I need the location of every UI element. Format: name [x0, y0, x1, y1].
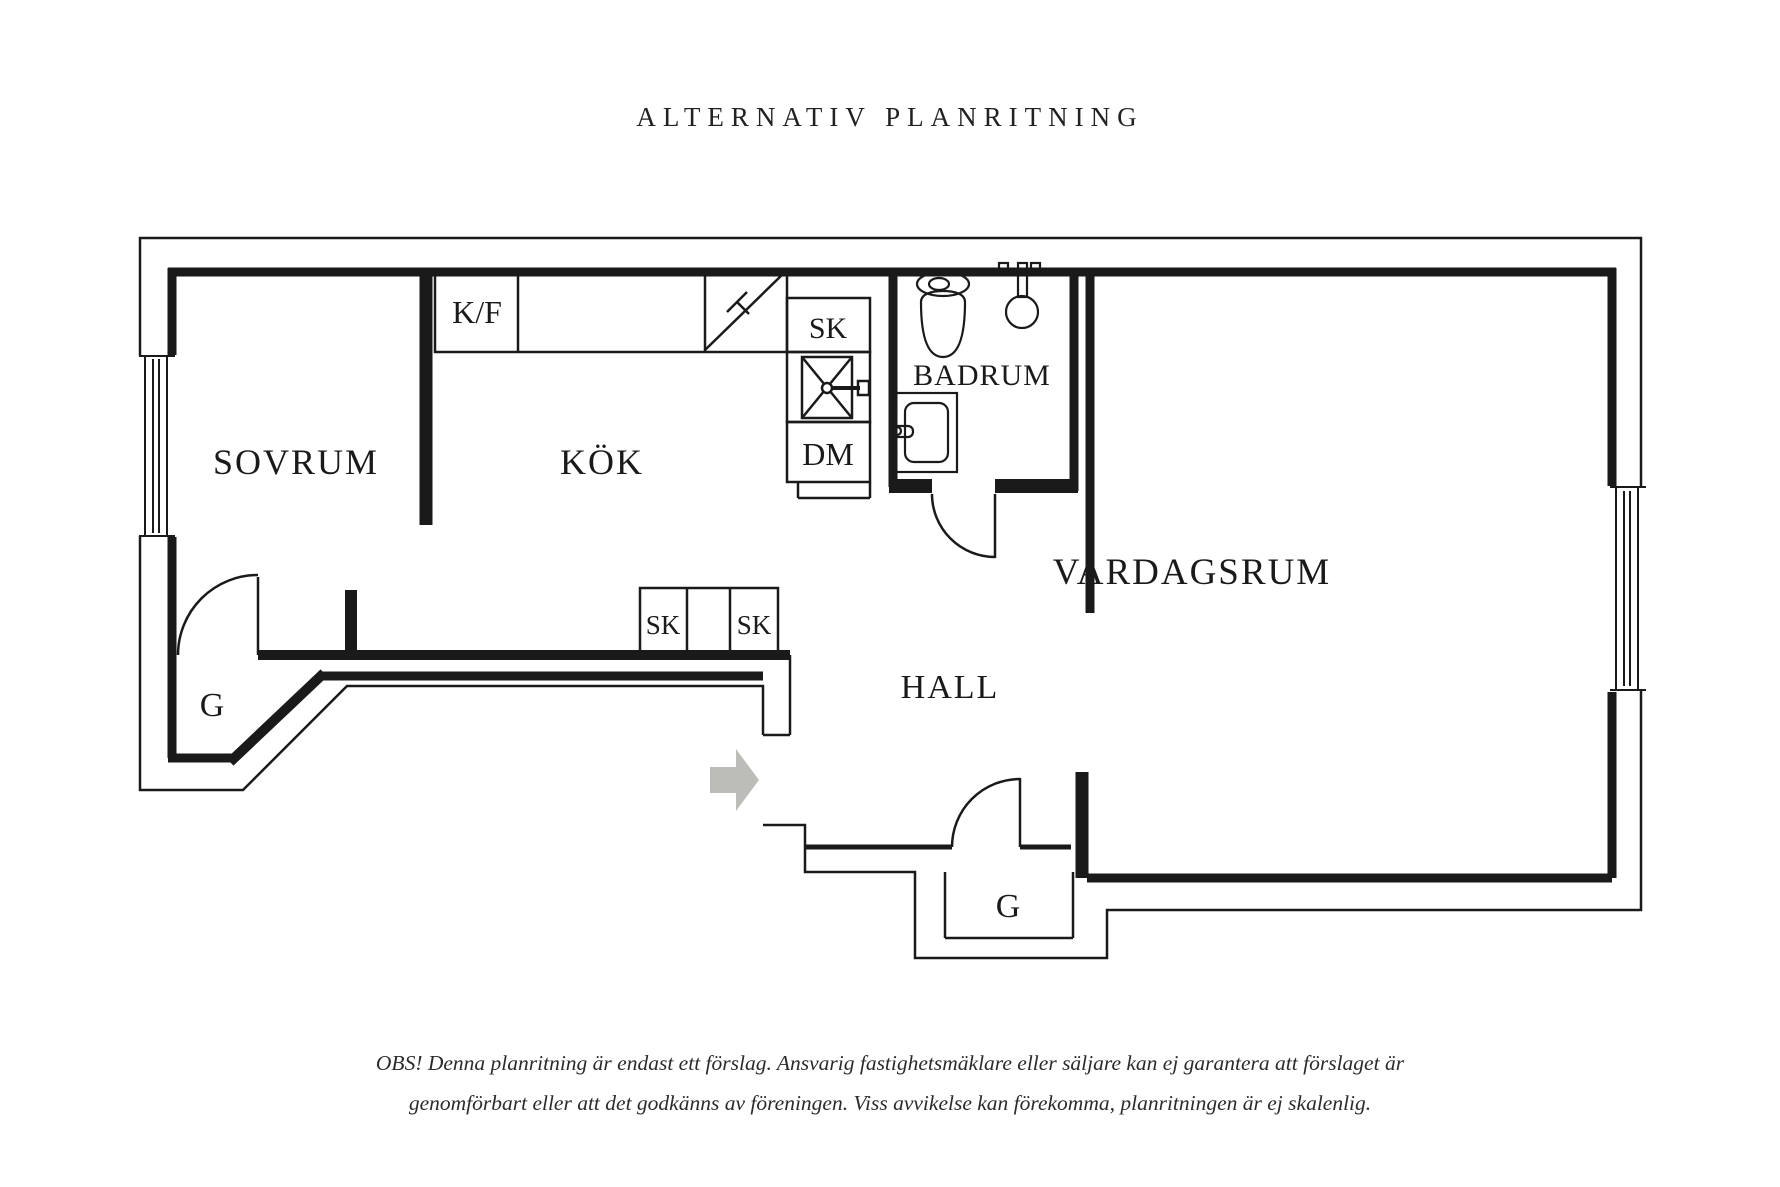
- door-badrum: [930, 493, 997, 559]
- label-dm: DM: [802, 436, 854, 472]
- label-sk-hall-1: SK: [646, 610, 681, 640]
- disclaimer-line-2: genomförbart eller att det godkänns av f…: [408, 1091, 1372, 1115]
- label-kok: KÖK: [560, 442, 644, 482]
- washbasin-icon: [889, 391, 959, 474]
- entrance-arrow-icon: [710, 749, 759, 811]
- door-sovrum: [176, 573, 260, 656]
- stove-icon: [704, 271, 786, 351]
- label-kf: K/F: [452, 294, 502, 330]
- entrance-jambs: [763, 655, 792, 737]
- hall-closets: [638, 586, 780, 657]
- label-badrum: BADRUM: [913, 359, 1051, 392]
- bathroom-fixtures: [889, 261, 1042, 474]
- window-east: [1608, 486, 1646, 691]
- bathroom-sink-icon: [997, 261, 1042, 330]
- window-west: [136, 355, 176, 537]
- label-g-west: G: [200, 687, 225, 724]
- page-title: ALTERNATIV PLANRITNING: [636, 102, 1144, 132]
- toilet-icon: [915, 270, 971, 359]
- label-sovrum: SOVRUM: [213, 442, 379, 482]
- label-sk-hall-2: SK: [737, 610, 772, 640]
- outer-boundary: [138, 236, 1643, 960]
- label-g-south: G: [996, 888, 1021, 925]
- dishwasher-box: [785, 420, 872, 484]
- label-vardagsrum: VARDAGSRUM: [1053, 552, 1331, 593]
- door-wardrobe-south: [950, 777, 1022, 848]
- interior-walls: [167, 267, 1617, 883]
- label-sk-kitchen: SK: [809, 312, 848, 345]
- kitchen-fixtures: [433, 268, 872, 500]
- wall-diagonal-inner: [226, 669, 328, 766]
- disclaimer-line-1: OBS! Denna planritning är endast ett för…: [375, 1051, 1405, 1075]
- wardrobe-south-niche: [943, 872, 1075, 940]
- outer-wall-path: [138, 236, 1643, 960]
- label-hall: HALL: [901, 669, 1000, 706]
